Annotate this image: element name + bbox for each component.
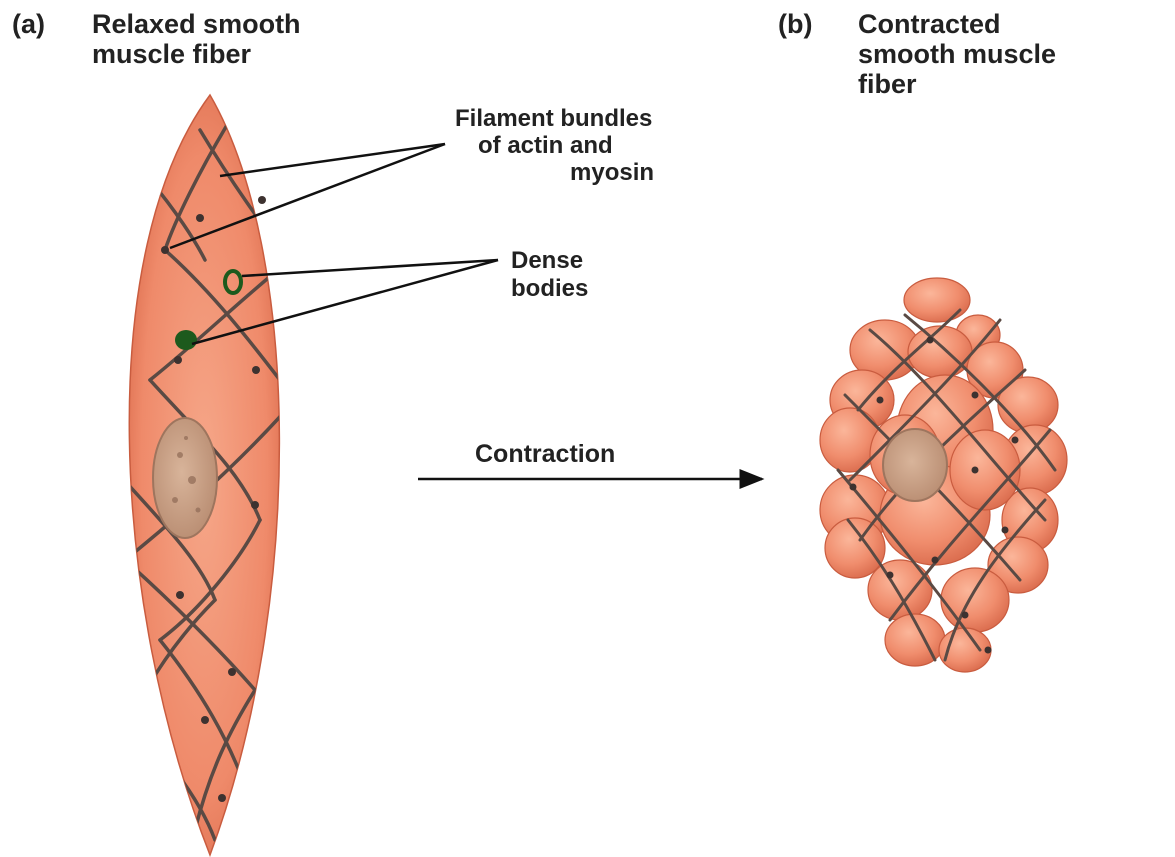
dense-label-line1: Dense xyxy=(511,247,583,274)
nucleus-contracted xyxy=(883,429,947,501)
panel-b-title-line1: Contracted xyxy=(858,9,1001,39)
contraction-label: Contraction xyxy=(475,440,615,468)
filament-label-line2: of actin and xyxy=(478,132,613,159)
relaxed-fiber xyxy=(115,95,295,855)
panel-a-title-line1: Relaxed smooth xyxy=(92,9,301,39)
contracted-fiber xyxy=(820,278,1067,672)
filament-label-line3: myosin xyxy=(570,159,654,186)
dense-body-highlight-2 xyxy=(175,330,197,350)
filament-label-line1: Filament bundles xyxy=(455,105,652,132)
panel-b-title-line3: fiber xyxy=(858,69,917,99)
dense-label-line2: bodies xyxy=(511,275,588,302)
panel-a-letter: (a) xyxy=(12,9,45,39)
panel-a-title-line2: muscle fiber xyxy=(92,39,252,69)
panel-b-letter: (b) xyxy=(778,9,812,39)
panel-b-title-line2: smooth muscle xyxy=(858,39,1056,69)
nucleus-relaxed xyxy=(153,418,217,538)
